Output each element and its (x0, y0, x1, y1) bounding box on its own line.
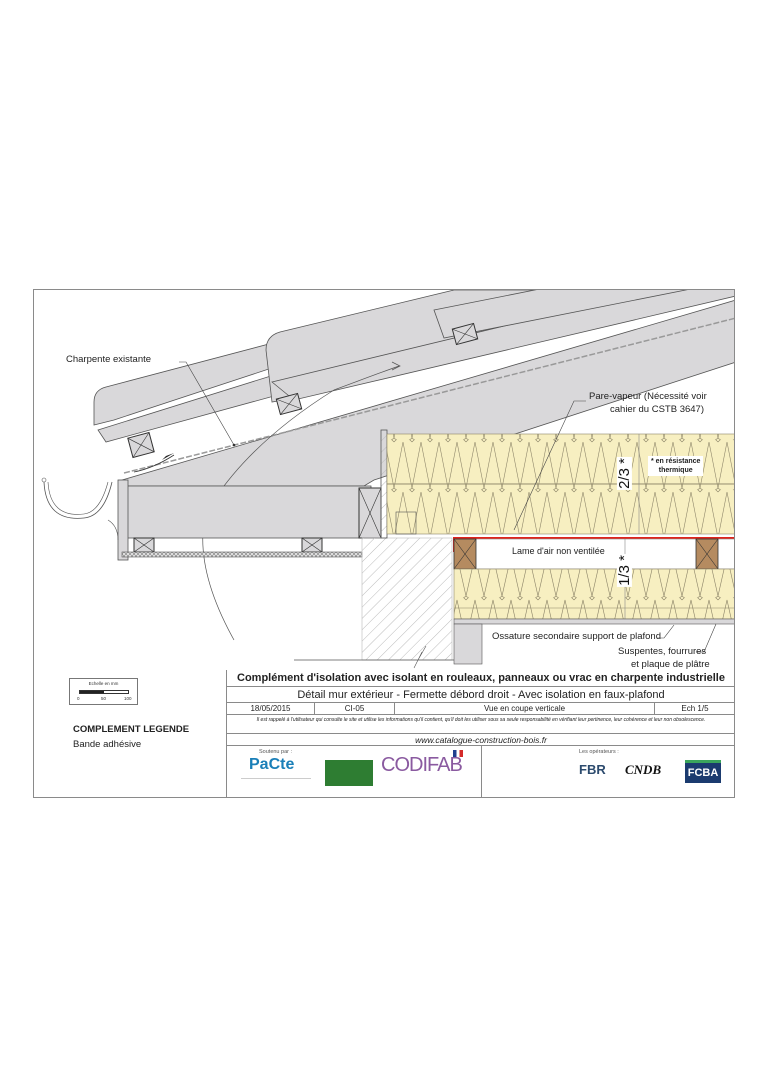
label-pare-vapeur-2: cahier du CSTB 3647) (610, 404, 704, 415)
drawing-title: Complément d'isolation avec isolant en r… (227, 670, 735, 687)
cndb-logo: CNDB (625, 762, 662, 777)
scale-title: Echelle en mm (88, 681, 119, 686)
fbr-logo: FBR (579, 762, 606, 777)
drawing-code: CI-05 (315, 703, 395, 714)
logo-divider (481, 746, 482, 798)
legend-item: Bande adhésive (73, 739, 142, 750)
label-pare-vapeur-1: Pare-vapeur (Nécessité voir (589, 391, 707, 402)
pacte-logo: PaCte (249, 756, 295, 773)
legend-heading: COMPLEMENT LEGENDE (73, 724, 190, 735)
pacte-caption (241, 778, 311, 789)
label-suspentes-2: et plaque de plâtre (631, 659, 710, 670)
title-block: Complément d'isolation avec isolant en r… (226, 670, 735, 798)
drawing-date: 18/05/2015 (227, 703, 315, 714)
section-drawing (41, 290, 734, 669)
meta-row: 18/05/2015 CI-05 Vue en coupe verticale … (227, 703, 735, 715)
label-suspentes-1: Suspentes, fourrures (618, 646, 707, 657)
ratio-upper: 2/3 * (615, 457, 633, 490)
operators-label: Les opérateurs : (579, 749, 619, 755)
republique-logo (453, 750, 463, 757)
scale-tick-50: 50 (101, 696, 107, 701)
website-link[interactable]: www.catalogue-construction-bois.fr (227, 734, 735, 746)
codifab-logo: CODIFAB (381, 754, 463, 776)
thermal-note-line2: thermique (658, 467, 693, 475)
fcba-logo: FCBA (685, 760, 721, 783)
scale-bar: Echelle en mm 0 50 100 (69, 678, 138, 705)
drawing-view: Vue en coupe verticale (395, 703, 655, 714)
scale-tick-0: 0 (77, 696, 80, 701)
label-charpente: Charpente existante (66, 354, 152, 365)
drawing-subtitle: Détail mur extérieur - Fermette débord d… (227, 687, 735, 703)
label-lame-air: Lame d'air non ventilée (512, 546, 605, 556)
drawing-sheet: Charpente existante Pare-vapeur (Nécessi… (33, 289, 735, 798)
disclaimer: Il est rappelé à l'utilisateur qui consu… (227, 715, 735, 734)
drawing-scale: Ech 1/5 (681, 704, 709, 713)
logos-row: Soutenu par : PaCte CODIFAB Les opérateu… (227, 746, 735, 798)
label-ossature: Ossature secondaire support de plafond (492, 631, 661, 642)
plan-logo (325, 760, 373, 786)
supported-by-label: Soutenu par : (259, 749, 293, 755)
scale-bar-graphic (79, 690, 129, 694)
thermal-note-line1: * en résistance (651, 458, 701, 465)
ratio-lower: 1/3 * (615, 554, 633, 587)
thermal-note: * en résistance thermique (648, 456, 704, 477)
scale-tick-100: 100 (124, 696, 132, 701)
